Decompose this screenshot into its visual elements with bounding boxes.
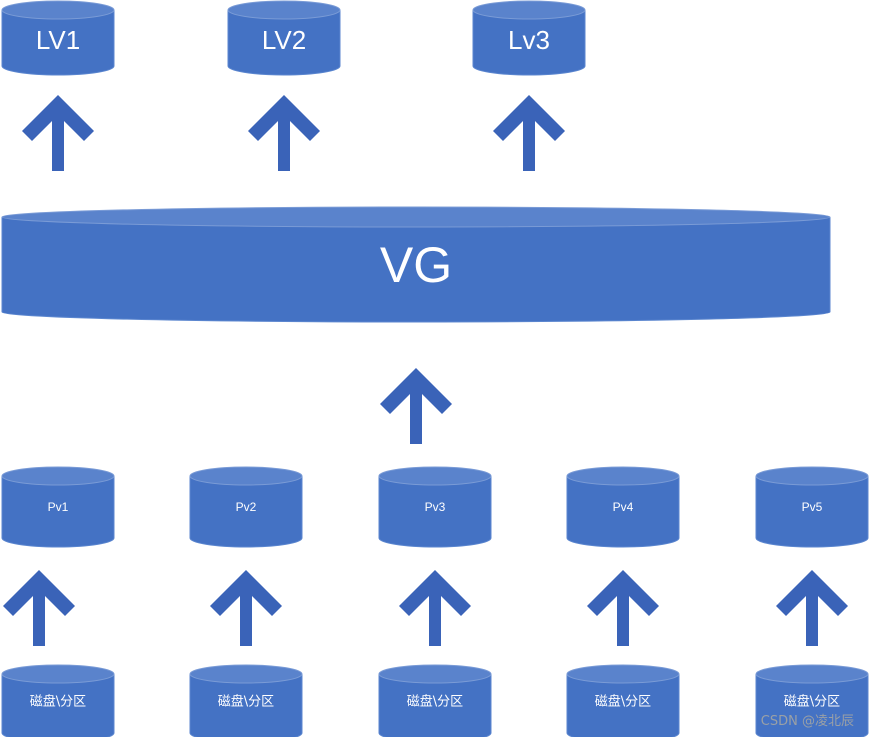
watermark-text: CSDN @凌北辰 (760, 714, 854, 729)
up-arrow-icon (210, 570, 282, 646)
pv-label: Pv4 (613, 500, 634, 514)
pv-cylinder-3: Pv3 (378, 466, 492, 548)
vg-cylinder: VG (1, 206, 831, 323)
up-arrow-icon (22, 95, 94, 171)
up-arrow-icon (3, 570, 75, 646)
up-arrow-icon (248, 95, 320, 171)
up-arrow-icon (776, 570, 848, 646)
vg-label: VG (380, 237, 452, 293)
pv-cylinder-1: Pv1 (1, 466, 115, 548)
disk-cylinder-2: 磁盘\分区 (189, 664, 303, 737)
pv-cylinder-5: Pv5 (755, 466, 869, 548)
lv-label: LV1 (36, 25, 80, 55)
disk-cylinder-1: 磁盘\分区 (1, 664, 115, 737)
disk-label: 磁盘\分区 (595, 694, 651, 710)
up-arrow-icon (380, 368, 452, 444)
disk-label: 磁盘\分区 (407, 694, 463, 710)
disk-cylinder-3: 磁盘\分区 (378, 664, 492, 737)
lv-label: LV2 (262, 25, 306, 55)
disk-cylinder-5: 磁盘\分区 (755, 664, 869, 737)
pv-cylinder-4: Pv4 (566, 466, 680, 548)
disk-label: 磁盘\分区 (218, 694, 274, 710)
pv-label: Pv3 (425, 500, 446, 514)
lv-label: Lv3 (508, 25, 550, 55)
up-arrow-icon (587, 570, 659, 646)
disk-label: 磁盘\分区 (784, 694, 840, 710)
disk-cylinder-4: 磁盘\分区 (566, 664, 680, 737)
lv-cylinder-2: LV2 (227, 0, 341, 76)
pv-label: Pv2 (236, 500, 257, 514)
pv-label: Pv1 (48, 500, 69, 514)
lv-cylinder-3: Lv3 (472, 0, 586, 76)
pv-cylinder-2: Pv2 (189, 466, 303, 548)
lv-cylinder-1: LV1 (1, 0, 115, 76)
up-arrow-icon (399, 570, 471, 646)
up-arrow-icon (493, 95, 565, 171)
pv-label: Pv5 (802, 500, 823, 514)
disk-label: 磁盘\分区 (30, 694, 86, 710)
